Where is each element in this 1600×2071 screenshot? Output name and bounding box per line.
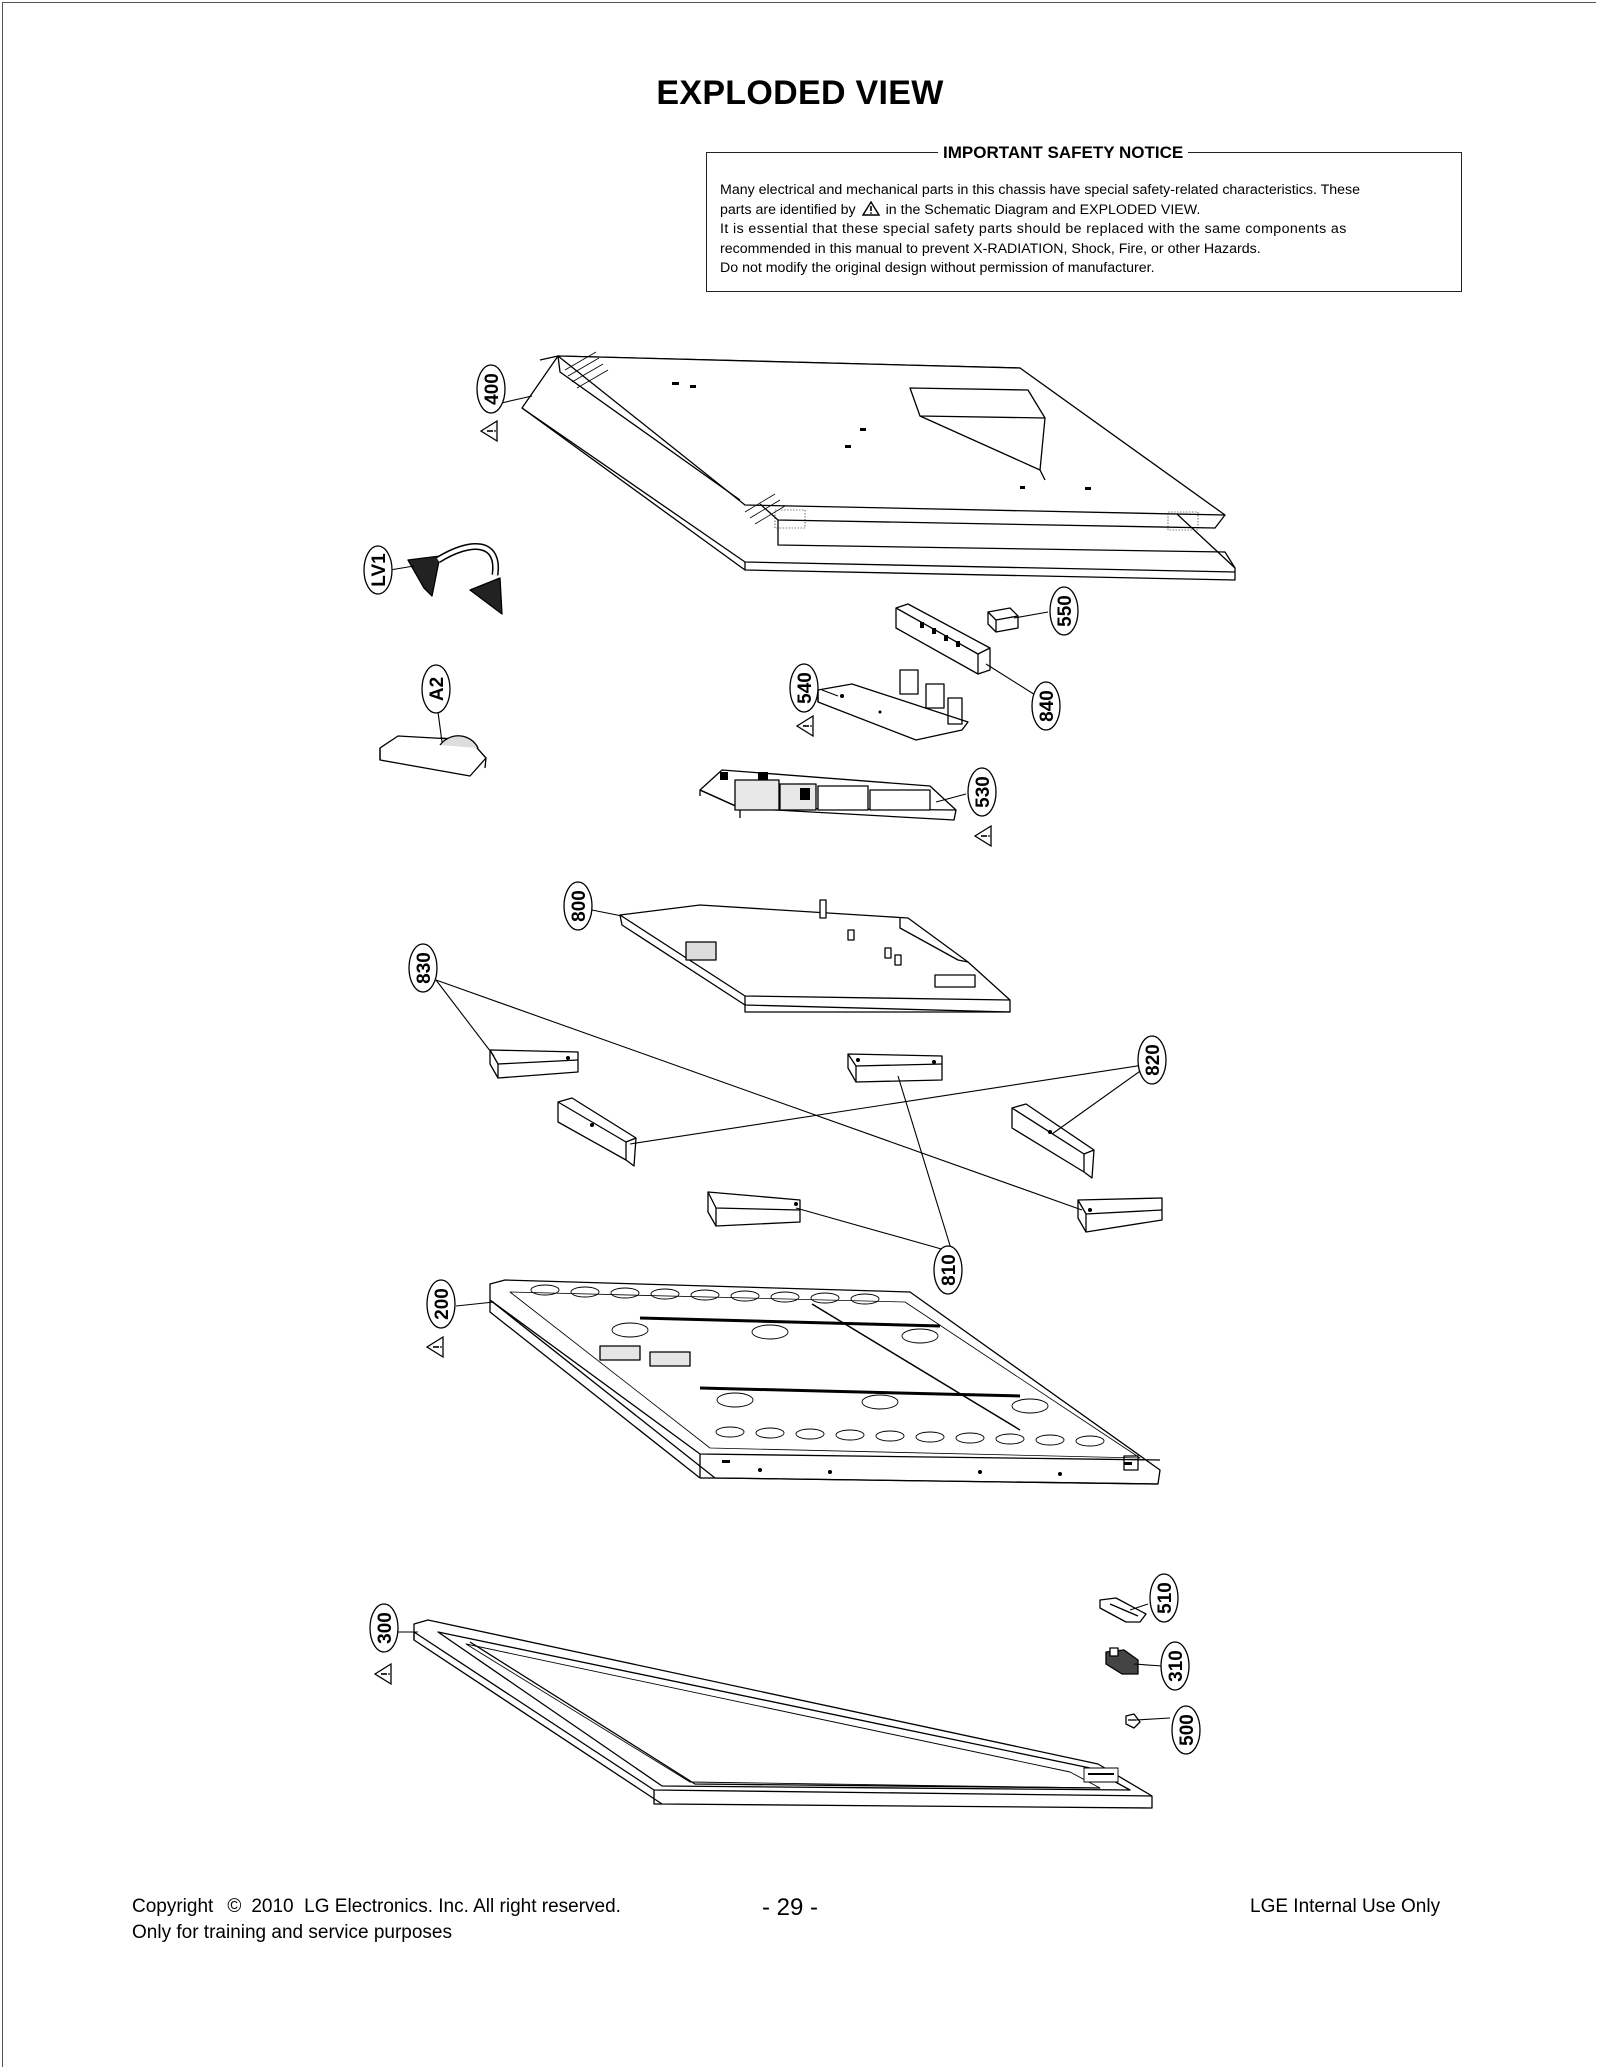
callout-label-530: 530 xyxy=(973,776,994,808)
callout-label-a2: A2 xyxy=(427,677,448,701)
callout-830: 830 xyxy=(408,943,438,993)
part-810-bracket-upper xyxy=(847,1053,943,1083)
part-300-front-cabinet xyxy=(413,1619,1153,1809)
leader-830b xyxy=(435,979,1083,1211)
footer-internal: LGE Internal Use Only xyxy=(1250,1896,1441,1917)
callout-label-200: 200 xyxy=(432,1288,453,1320)
copyright-year: 2010 xyxy=(251,1896,294,1917)
warning-triangle-icon-200 xyxy=(426,1336,444,1358)
safety-notice-heading: IMPORTANT SAFETY NOTICE xyxy=(938,143,1189,163)
notice-line-4: recommended in this manual to prevent X-… xyxy=(720,240,1261,257)
leader-510 xyxy=(1129,1603,1149,1611)
leader-800 xyxy=(591,909,623,917)
notice-line-1: Many electrical and mechanical parts in … xyxy=(720,182,1361,198)
leader-530 xyxy=(935,793,967,803)
leader-810a xyxy=(897,1075,953,1253)
part-810-bracket-lower xyxy=(707,1191,801,1227)
callout-300: 300 xyxy=(369,1603,399,1653)
callout-label-540: 540 xyxy=(795,672,816,704)
copyright-symbol: © xyxy=(227,1896,242,1917)
leader-200 xyxy=(455,1301,495,1307)
callout-label-810: 810 xyxy=(939,1254,960,1286)
part-830-bracket-lower xyxy=(1077,1197,1163,1233)
callout-540: 540 xyxy=(789,663,819,713)
callout-810: 810 xyxy=(933,1245,963,1295)
callout-a2: A2 xyxy=(421,664,451,714)
leader-820b xyxy=(1051,1063,1151,1135)
footer-copyright: Copyright © 2010 LG Electronics. Inc. All … xyxy=(132,1896,621,1918)
leader-840 xyxy=(985,663,1041,699)
warning-triangle-icon-400 xyxy=(480,420,498,442)
notice-line-2b: in the Schematic Diagram and EXPLODED VI… xyxy=(885,201,1201,218)
leader-310 xyxy=(1133,1663,1163,1667)
callout-550: 550 xyxy=(1049,586,1079,636)
part-callouts: 400 LV1 A2 550 540 840 530 800 xyxy=(363,364,1201,1755)
callout-800: 800 xyxy=(563,881,593,931)
callout-label-lv1: LV1 xyxy=(369,553,390,587)
callout-label-830: 830 xyxy=(414,952,435,984)
callout-label-400: 400 xyxy=(482,373,503,405)
part-510-sensor-cover xyxy=(1099,1597,1147,1623)
part-310-ir-board xyxy=(1105,1647,1139,1675)
copyright-label: Copyright xyxy=(132,1896,214,1917)
warning-triangle-icon-530 xyxy=(974,825,992,847)
part-550-block xyxy=(987,607,1019,633)
page-title: EXPLODED VIEW xyxy=(656,74,944,112)
warning-triangle-icon-540 xyxy=(796,715,814,737)
warning-triangle-icon xyxy=(861,200,880,216)
notice-line-3: It is essential that these special safet… xyxy=(720,221,1347,238)
part-500-button xyxy=(1125,1713,1141,1729)
callout-530: 530 xyxy=(967,767,997,817)
leader-a2 xyxy=(437,711,443,743)
part-820-bracket-right xyxy=(1011,1103,1095,1179)
callout-310: 310 xyxy=(1160,1641,1190,1691)
notice-line-2: parts are identified by in the Schematic … xyxy=(720,200,1450,221)
callout-label-500: 500 xyxy=(1177,1714,1198,1746)
callout-label-310: 310 xyxy=(1166,1650,1187,1682)
part-200-backlight-chassis xyxy=(489,1279,1161,1485)
copyright-owner: LG Electronics. Inc. All right reserved. xyxy=(304,1896,621,1917)
leader-810b xyxy=(795,1207,953,1253)
callout-label-800: 800 xyxy=(569,890,590,922)
callout-820: 820 xyxy=(1137,1035,1167,1085)
leader-830a xyxy=(435,979,495,1057)
part-400-back-cover xyxy=(521,351,1236,581)
callout-510: 510 xyxy=(1149,1573,1179,1623)
part-830-bracket-upper xyxy=(489,1049,579,1079)
part-540-board xyxy=(817,669,969,741)
callout-label-510: 510 xyxy=(1155,1582,1176,1614)
notice-line-2a: parts are identified by xyxy=(720,201,856,218)
leader-820a xyxy=(629,1063,1151,1145)
leader-550 xyxy=(1013,611,1049,619)
callout-lv1: LV1 xyxy=(363,545,393,595)
callout-label-550: 550 xyxy=(1055,595,1076,627)
part-840-bracket xyxy=(895,603,991,675)
leader-lv1 xyxy=(389,565,415,571)
leader-500 xyxy=(1135,1717,1171,1721)
callout-200: 200 xyxy=(426,1279,456,1329)
part-lv1-cable xyxy=(407,543,503,615)
callout-label-820: 820 xyxy=(1143,1044,1164,1076)
page-number: - 29 - xyxy=(762,1894,819,1921)
part-a2-bracket xyxy=(379,735,487,777)
callout-label-840: 840 xyxy=(1037,690,1058,722)
notice-line-5: Do not modify the original design withou… xyxy=(720,260,1155,277)
callout-label-300: 300 xyxy=(375,1612,396,1644)
leader-540 xyxy=(821,689,839,697)
callout-840: 840 xyxy=(1031,681,1061,731)
part-820-bracket-left xyxy=(557,1097,637,1167)
footer-training: Only for training and service purposes xyxy=(132,1922,452,1943)
part-530-power-board xyxy=(699,769,957,821)
warning-triangle-icon-300 xyxy=(374,1663,392,1685)
leader-lines xyxy=(389,395,1171,1721)
safety-notice-text: Many electrical and mechanical parts in … xyxy=(720,181,1450,279)
callout-500: 500 xyxy=(1171,1705,1201,1755)
part-800-shield-plate xyxy=(619,899,1011,1013)
callout-400: 400 xyxy=(476,364,506,414)
